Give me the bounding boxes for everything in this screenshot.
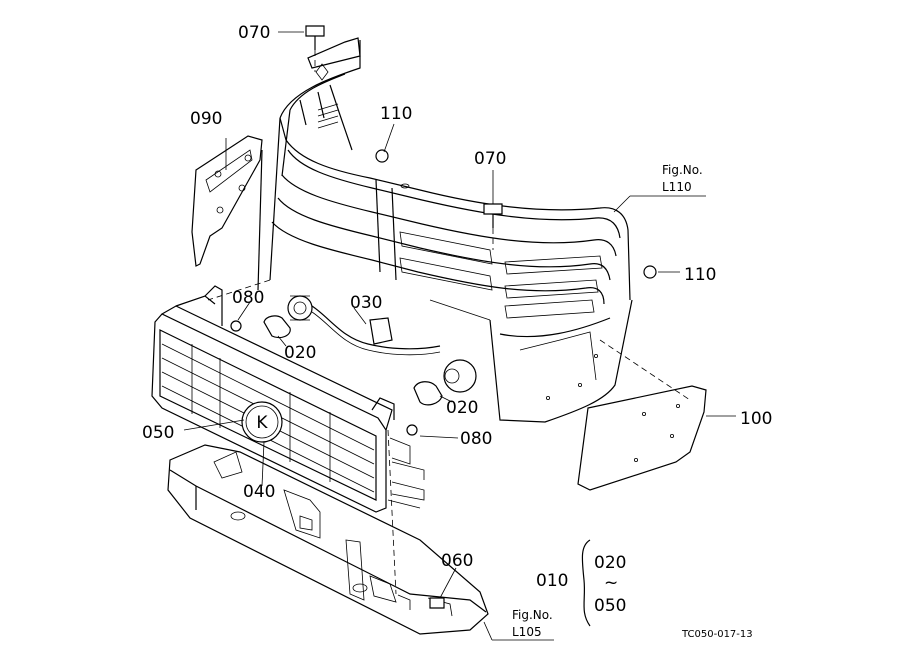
fig-l105-title: Fig.No.: [512, 608, 553, 622]
label-050: 050: [142, 423, 174, 443]
side-cover-100: [577, 385, 707, 491]
fig-l110-code: L110: [662, 180, 692, 194]
footer-code: TC050-017-13: [681, 629, 753, 640]
label-080-left: 080: [232, 288, 264, 308]
label-090: 090: [190, 109, 222, 129]
label-080-right: 080: [460, 429, 492, 449]
range-from: 020: [594, 553, 626, 573]
nut-080-right: [406, 424, 418, 436]
bulb-020-left: [263, 315, 291, 339]
bulb-020-right: [413, 381, 443, 406]
bolt-070-mid: [483, 203, 503, 228]
bolt-060: [429, 597, 445, 609]
label-020-right: 020: [446, 398, 478, 418]
label-060: 060: [441, 551, 473, 571]
side-panel-090: [191, 135, 263, 267]
figure-references: Fig.No. L110 Fig.No. L105 TC050-017-13: [512, 163, 753, 640]
fig-l110-title: Fig.No.: [662, 163, 703, 177]
nut-110-top: [375, 149, 389, 163]
range-tilde: ~: [604, 573, 618, 593]
label-110-top: 110: [380, 104, 412, 124]
grille-guard-frame: [257, 37, 633, 423]
fig-l105-code: L105: [512, 625, 542, 639]
harness-030: [311, 305, 441, 356]
label-030: 030: [350, 293, 382, 313]
label-070-mid: 070: [474, 149, 506, 169]
label-100: 100: [740, 409, 772, 429]
emblem-050: K: [241, 401, 283, 443]
label-020-left: 020: [284, 343, 316, 363]
label-040: 040: [243, 482, 275, 502]
part-labels: 070 090 110 070 110 080 030 020 020 100 …: [142, 23, 772, 616]
socket-left: [287, 295, 313, 321]
leader-lines: [183, 31, 736, 641]
label-070-top: 070: [238, 23, 270, 43]
nut-110-right: [643, 265, 657, 279]
label-110-right: 110: [684, 265, 716, 285]
range-to: 050: [594, 596, 626, 616]
emblem-letter: K: [256, 413, 268, 433]
bolt-070-top: [305, 25, 325, 50]
lower-bumper-tray: [167, 444, 489, 635]
label-010: 010: [536, 571, 568, 591]
socket-right: [443, 359, 477, 393]
nut-080-left: [230, 320, 242, 332]
